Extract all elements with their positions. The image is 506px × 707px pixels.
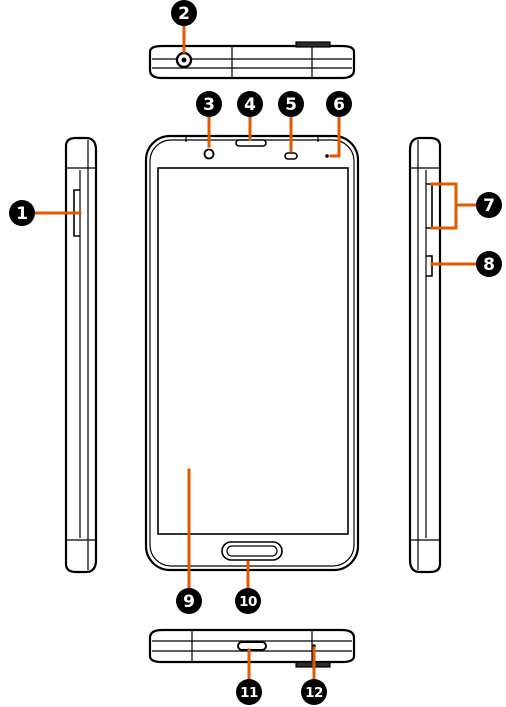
phone-right-side-view <box>408 136 442 574</box>
callout-10: 10 <box>235 588 261 614</box>
phone-front-view <box>144 134 360 572</box>
svg-text:6: 6 <box>333 95 345 115</box>
volume-keys <box>426 183 433 229</box>
usb-c-port <box>237 641 267 651</box>
front-camera <box>203 148 215 160</box>
callout-7: 7 <box>476 192 502 218</box>
headphone-jack <box>175 51 193 69</box>
callout-8: 8 <box>476 251 502 277</box>
leader-lines <box>34 24 478 681</box>
svg-text:5: 5 <box>285 95 297 115</box>
callout-5: 5 <box>278 91 304 117</box>
svg-text:10: 10 <box>239 594 257 610</box>
phone-left-side-view <box>64 136 98 574</box>
svg-text:12: 12 <box>305 685 323 701</box>
display-screen <box>157 167 349 535</box>
callout-6: 6 <box>326 91 352 117</box>
svg-text:1: 1 <box>16 204 28 224</box>
callout-12: 12 <box>301 679 327 705</box>
svg-text:7: 7 <box>483 196 495 216</box>
power-key <box>426 255 433 277</box>
callout-2: 2 <box>171 0 197 26</box>
fingerprint-sensor <box>221 541 283 561</box>
phone-bottom-view <box>148 628 356 668</box>
earpiece <box>235 139 267 147</box>
phone-top-view <box>148 41 356 80</box>
callout-3: 3 <box>196 91 222 117</box>
svg-text:4: 4 <box>244 95 256 115</box>
svg-text:9: 9 <box>183 592 195 612</box>
svg-text:8: 8 <box>483 255 495 275</box>
svg-text:2: 2 <box>178 4 190 24</box>
callout-4: 4 <box>237 91 263 117</box>
callout-1: 1 <box>9 200 35 226</box>
callout-9: 9 <box>176 588 202 614</box>
callout-11: 11 <box>236 679 262 705</box>
svg-text:11: 11 <box>240 685 258 701</box>
proximity-sensor <box>284 152 298 160</box>
svg-text:3: 3 <box>203 95 215 115</box>
notification-led <box>325 154 329 158</box>
